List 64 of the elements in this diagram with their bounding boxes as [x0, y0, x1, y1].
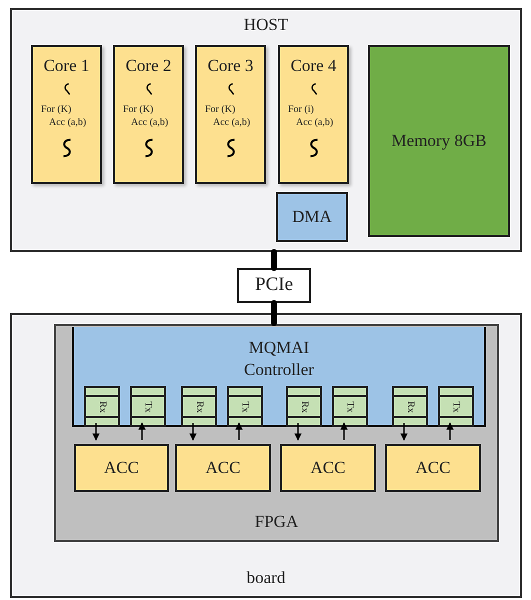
queue-box — [286, 386, 322, 427]
arrow — [340, 422, 348, 440]
queue-label: Rx — [299, 400, 309, 412]
arrow — [294, 423, 302, 441]
core-title: Core 2 — [124, 55, 172, 76]
accelerator-box — [385, 444, 481, 492]
board-panel — [10, 313, 522, 598]
node-label: FPGA — [254, 510, 298, 532]
core-box — [278, 45, 349, 184]
board-panel — [10, 8, 522, 252]
core-title: Core 4 — [290, 55, 338, 76]
accelerator-box — [74, 444, 169, 492]
accelerator-box — [280, 444, 376, 492]
core-box — [195, 45, 266, 184]
queue-label: Tx — [143, 400, 153, 412]
queue-box — [130, 386, 166, 427]
node-label: MQMAI Controller — [243, 337, 315, 381]
controller-box — [72, 327, 486, 427]
node-label: ACC — [416, 457, 450, 480]
dma-box — [276, 192, 348, 242]
node-label: PCIe — [255, 273, 293, 298]
core-title: Core 3 — [206, 55, 254, 76]
queue-box — [438, 386, 474, 427]
node-label: ACC — [206, 457, 240, 480]
queue-box — [332, 386, 368, 427]
loop-text: Acc (a,b) — [212, 116, 250, 130]
queue-label: Tx — [345, 400, 355, 412]
node-label: DMA — [292, 206, 332, 228]
queue-label: Rx — [194, 400, 204, 412]
arrow — [235, 422, 243, 440]
memory-box — [368, 45, 510, 237]
bus-box — [237, 268, 311, 303]
panel-title: board — [246, 566, 286, 588]
fpga-panel — [54, 324, 499, 542]
accelerator-box — [175, 444, 271, 492]
loop-text: For (K) — [40, 104, 72, 117]
arrow — [400, 423, 408, 441]
loop-text: Acc (a,b) — [295, 116, 334, 130]
loop-text: Acc (a,b) — [130, 116, 168, 130]
arrow — [189, 423, 197, 441]
loop-text: Acc (a,b) — [48, 116, 86, 130]
arrow — [138, 422, 146, 440]
loop-text: For (i) — [287, 104, 314, 117]
arrow — [446, 422, 454, 440]
node-label: ACC — [310, 457, 346, 480]
queue-box — [181, 386, 217, 427]
queue-label: Tx — [451, 400, 461, 412]
bus-line — [271, 249, 277, 271]
bus-line — [271, 300, 277, 326]
core-title: Core 1 — [42, 55, 90, 76]
node-label: ACC — [104, 457, 139, 480]
queue-label: Rx — [405, 400, 415, 412]
queue-label: Rx — [97, 400, 107, 412]
loop-text: For (K) — [204, 104, 236, 117]
panel-title: HOST — [244, 14, 288, 36]
queue-label: Tx — [240, 400, 250, 412]
core-box — [113, 45, 184, 184]
queue-box — [227, 386, 263, 427]
core-box — [31, 45, 102, 184]
queue-box — [392, 386, 428, 427]
queue-box — [84, 386, 120, 427]
node-label: Memory 8GB — [392, 130, 486, 152]
arrow — [92, 423, 100, 441]
loop-text: For (K) — [122, 104, 154, 117]
